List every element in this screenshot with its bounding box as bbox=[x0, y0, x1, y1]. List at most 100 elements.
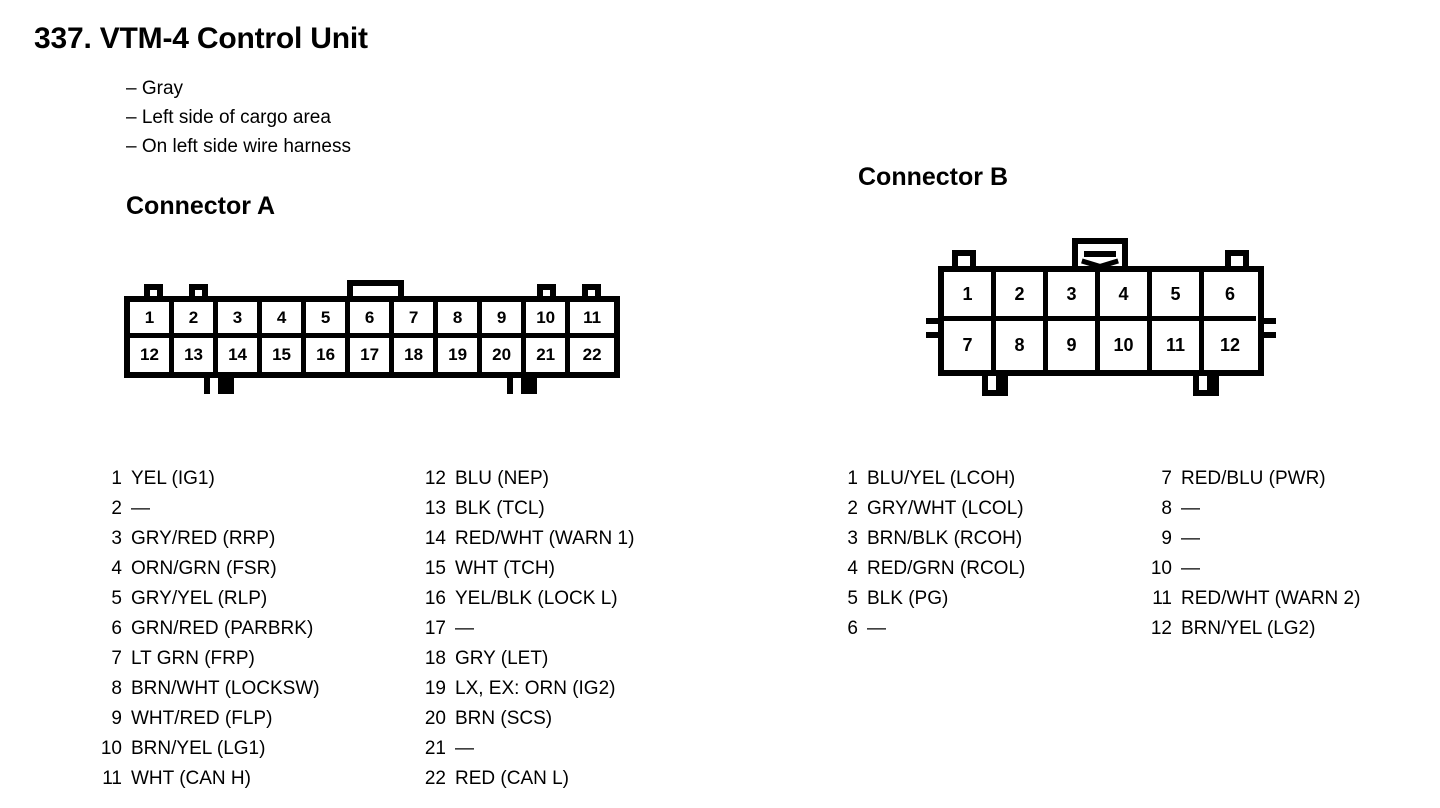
connector-b-pin-number: 3 bbox=[847, 528, 858, 549]
connector-a-pin-number: 12 bbox=[424, 468, 446, 489]
connector-b-cell: 10 bbox=[1100, 321, 1152, 370]
connector-a-pin-number: 18 bbox=[424, 648, 446, 669]
connector-b-pin-number: 4 bbox=[847, 558, 858, 579]
connector-a-pin-number: 17 bbox=[424, 618, 446, 639]
connector-a-cell: 18 bbox=[394, 338, 439, 372]
connector-b-cell: 4 bbox=[1100, 272, 1152, 321]
connector-a-pin-row: 2— bbox=[96, 494, 320, 524]
connector-a-cell: 13 bbox=[174, 338, 219, 372]
connector-a-pin-label: — bbox=[455, 618, 474, 639]
connector-b-inset-right-inner bbox=[1264, 324, 1276, 332]
connector-b-pin-number: 6 bbox=[847, 618, 858, 639]
connector-a-pin-row: 21— bbox=[420, 734, 634, 764]
connector-b-pin-row: 2 GRY/WHT (LCOL) bbox=[832, 494, 1025, 524]
connector-a-cell: 1 bbox=[130, 302, 175, 338]
connector-b-pin-label: BRN/YEL (LG2) bbox=[1181, 618, 1316, 639]
connector-b-pin-label: RED/WHT (WARN 2) bbox=[1181, 588, 1361, 609]
connector-a-cell: 3 bbox=[218, 302, 263, 338]
connector-a-pin-number: 5 bbox=[111, 588, 122, 609]
connector-a-pin-label: WHT/RED (FLP) bbox=[131, 708, 273, 729]
connector-a-cell: 16 bbox=[306, 338, 351, 372]
connector-b-cell: 3 bbox=[1048, 272, 1100, 321]
connector-a-cell: 19 bbox=[438, 338, 483, 372]
connector-a-pin-number: 10 bbox=[100, 738, 122, 759]
connector-a-pin-number: 7 bbox=[111, 648, 122, 669]
connector-a-cell: 15 bbox=[262, 338, 307, 372]
connector-b-pin-row: 9— bbox=[1146, 524, 1360, 554]
connector-b-pin-label: BLU/YEL (LCOH) bbox=[867, 468, 1016, 489]
connector-a-pin-label: WHT (TCH) bbox=[455, 558, 555, 579]
connector-b-pin-row: 3 BRN/BLK (RCOH) bbox=[832, 524, 1025, 554]
connector-a-pin-row: 15 WHT (TCH) bbox=[420, 554, 634, 584]
connector-a-pin-number: 22 bbox=[424, 768, 446, 789]
connector-b-pin-label: GRY/WHT (LCOL) bbox=[867, 498, 1024, 519]
connector-a-pin-label: ORN/GRN (FSR) bbox=[131, 558, 277, 579]
connector-a-pin-row: 10 BRN/YEL (LG1) bbox=[96, 734, 320, 764]
connector-b-cell: 9 bbox=[1048, 321, 1100, 370]
connector-a-pin-number: 20 bbox=[424, 708, 446, 729]
connector-a-pin-number: 2 bbox=[111, 498, 122, 519]
connector-a-tab-top-inner bbox=[353, 286, 398, 296]
connector-a-pin-number: 9 bbox=[111, 708, 122, 729]
connector-a-pin-number: 11 bbox=[102, 768, 122, 789]
connector-a-cell: 10 bbox=[526, 302, 571, 338]
connector-b-pin-number: 1 bbox=[847, 468, 858, 489]
connector-a-pin-label: BLU (NEP) bbox=[455, 468, 549, 489]
note-item: – Gray bbox=[126, 78, 184, 99]
connector-a-pin-row: 9 WHT/RED (FLP) bbox=[96, 704, 320, 734]
connector-a-pin-row: 17 — bbox=[420, 614, 634, 644]
connector-a-pin-number: 8 bbox=[111, 678, 122, 699]
connector-a-pin-label: WHT (CAN H) bbox=[131, 768, 251, 789]
connector-b-pin-number: 2 bbox=[847, 498, 858, 519]
connector-a-pin-label: GRY (LET) bbox=[455, 648, 549, 669]
notes-list: – Gray – Left side of cargo area – On le… bbox=[126, 74, 351, 161]
connector-b-pin-number: 11 bbox=[1152, 588, 1172, 609]
connector-a-pin-number: 3 bbox=[111, 528, 122, 549]
connector-b-pin-number: 8 bbox=[1161, 498, 1172, 519]
connector-a-pin-row: 12 BLU (NEP) bbox=[420, 464, 634, 494]
connector-a-pin-row: 3 GRY/RED (RRP) bbox=[96, 524, 320, 554]
connector-b-pin-row: 6— bbox=[832, 614, 1025, 644]
connector-a-pin-number: 14 bbox=[424, 528, 446, 549]
connector-a-row-bottom: 12 13 14 15 16 17 18 19 20 21 22 bbox=[130, 338, 615, 372]
connector-a-pin-number: 4 bbox=[111, 558, 122, 579]
connector-b-pin-number: 7 bbox=[1161, 468, 1172, 489]
connector-b-pin-label: BRN/BLK (RCOH) bbox=[867, 528, 1023, 549]
connector-b-pin-row: 11 RED/WHT (WARN 2) bbox=[1146, 584, 1360, 614]
page-title: 337. VTM-4 Control Unit bbox=[34, 22, 368, 55]
connector-a-pin-label: BRN/YEL (LG1) bbox=[131, 738, 266, 759]
connector-a-pin-label: BLK (TCL) bbox=[455, 498, 545, 519]
connector-a-pin-row: 7 LT GRN (FRP) bbox=[96, 644, 320, 674]
connector-a-pin-label: LT GRN (FRP) bbox=[131, 648, 255, 669]
connector-a-row-top: 1 2 3 4 5 6 7 8 9 10 11 bbox=[130, 302, 615, 338]
connector-b-heading: Connector B bbox=[858, 163, 1008, 191]
connector-a-pin-number: 15 bbox=[424, 558, 446, 579]
connector-b-pin-label: — bbox=[1181, 558, 1200, 579]
connector-a-pin-label: GRY/YEL (RLP) bbox=[131, 588, 268, 609]
connector-a-cell: 20 bbox=[482, 338, 527, 372]
connector-b-pin-row: 10— bbox=[1146, 554, 1360, 584]
connector-b-cell: 1 bbox=[944, 272, 996, 321]
connector-a-pin-label: GRY/RED (RRP) bbox=[131, 528, 276, 549]
connector-a-pin-number: 21 bbox=[424, 738, 446, 759]
latch-bar bbox=[1084, 251, 1116, 257]
connector-a-pin-row: 11 WHT (CAN H) bbox=[96, 764, 320, 794]
connector-a-pin-row: 4 ORN/GRN (FSR) bbox=[96, 554, 320, 584]
connector-a-cell: 21 bbox=[526, 338, 571, 372]
connector-a-heading: Connector A bbox=[126, 192, 276, 220]
connector-a-cell: 14 bbox=[218, 338, 263, 372]
connector-a-pin-number: 6 bbox=[111, 618, 122, 639]
